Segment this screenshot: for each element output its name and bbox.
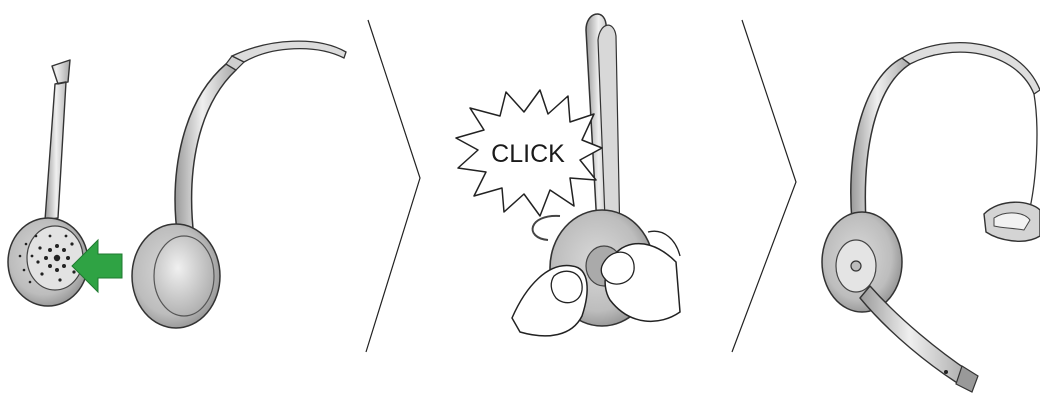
click-callout: CLICK: [455, 89, 603, 217]
step-3-assembled: [821, 41, 1040, 393]
step-divider-1: [365, 19, 421, 353]
step-divider-2: [731, 19, 797, 353]
insert-arrow: [71, 238, 123, 294]
headband-stub: [44, 59, 71, 221]
headband-with-cushion: [131, 40, 347, 329]
step-1-attach: [7, 40, 347, 329]
step-2-snap: CLICK: [455, 13, 681, 337]
microphone-boom: [859, 285, 971, 387]
speaker-grille-dots: [18, 234, 76, 284]
assembled-headband: [850, 57, 911, 223]
click-label: CLICK: [491, 140, 565, 168]
